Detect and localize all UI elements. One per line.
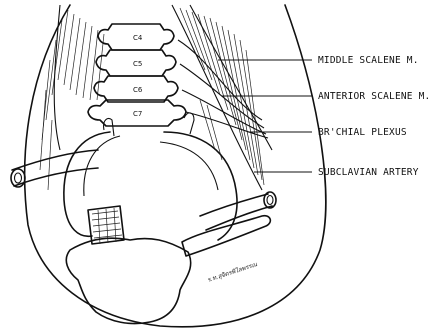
label-brachial-plexus: BR'CHIAL PLEXUS — [318, 127, 407, 138]
svg-text:C6: C6 — [133, 86, 143, 94]
left-muscle-hatching — [40, 5, 104, 190]
right-first-rib-inner — [160, 142, 218, 190]
right-muscle-hatching — [172, 5, 272, 190]
svg-text:C5: C5 — [133, 60, 142, 68]
svg-text:C4: C4 — [133, 34, 143, 42]
svg-text:C7: C7 — [133, 110, 142, 118]
left-first-rib-inner — [84, 136, 120, 196]
manubrium — [66, 238, 190, 323]
neck-outline — [25, 5, 326, 327]
left-first-rib — [64, 132, 110, 236]
label-anterior-scalene: ANTERIOR SCALENE M. — [318, 91, 430, 102]
vertebra-c7: C7 — [88, 100, 186, 126]
right-vessel-stub — [184, 113, 194, 134]
label-middle-scalene: MIDDLE SCALENE M. — [318, 55, 419, 66]
label-subclavian-artery: SUBCLAVIAN ARTERY — [318, 167, 419, 178]
vertebra-c4: C4 — [98, 24, 174, 50]
subclavian-artery — [200, 192, 276, 230]
brachial-plexus-nerves — [178, 40, 268, 138]
right-first-rib — [164, 132, 237, 240]
label-leaders — [218, 60, 312, 172]
artist-signature: ร.ท.สุจิตรพิไลพรรณ — [206, 260, 258, 284]
vertebra-c5: C5 — [96, 50, 176, 76]
vertebra-c6: C6 — [94, 76, 178, 102]
